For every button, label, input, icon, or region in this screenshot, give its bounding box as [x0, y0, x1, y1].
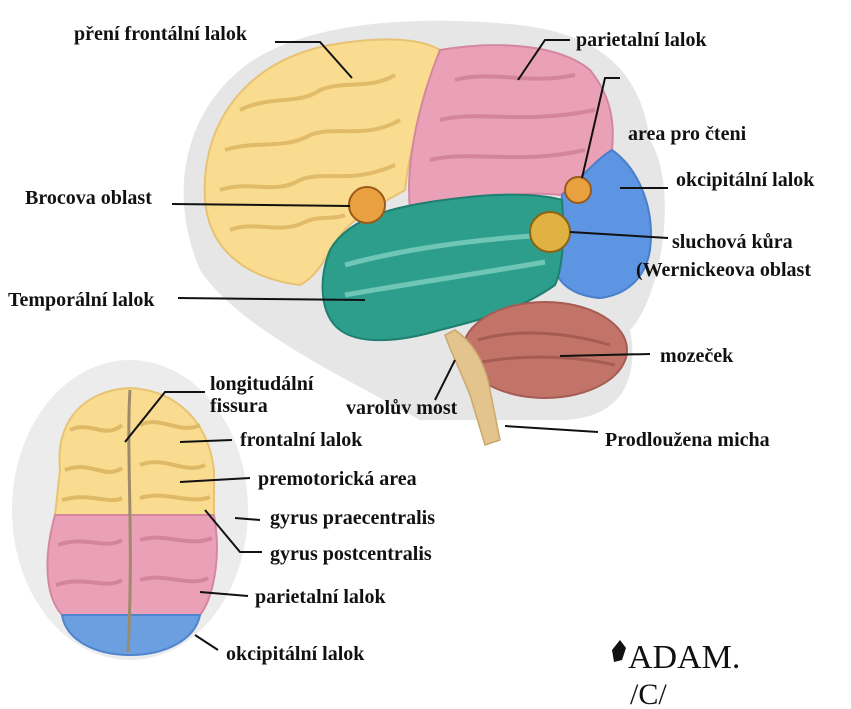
- broca-area-marker: [349, 187, 385, 223]
- label-auditory-cortex: sluchová kůra: [672, 231, 793, 253]
- label-temporal-lobe: Temporální lalok: [8, 289, 155, 311]
- label-top-parietal-lobe: parietalní lalok: [255, 586, 386, 608]
- label-reading-area: area pro čteni: [628, 123, 747, 145]
- label-top-frontal-lobe: frontalní lalok: [240, 429, 363, 451]
- label-cerebellum: mozeček: [660, 345, 734, 367]
- label-top-occipital-lobe: okcipitální lalok: [226, 643, 365, 665]
- label-medulla: Prodloužena micha: [605, 429, 770, 451]
- top-occipital-region: [62, 615, 200, 655]
- adam-logo-brand: ADAM.: [628, 639, 740, 676]
- label-postcentral-gyrus: gyrus postcentralis: [270, 543, 432, 565]
- label-broca-area: Brocova oblast: [25, 187, 152, 209]
- reading-area-marker: [565, 177, 591, 203]
- wernicke-area-marker: [530, 212, 570, 252]
- label-frontal-lobe: pření frontální lalok: [74, 23, 248, 45]
- label-wernicke-area: (Wernickeova oblast: [636, 259, 811, 281]
- adam-logo-mark-icon: [612, 640, 626, 662]
- label-precentral-gyrus: gyrus praecentralis: [270, 507, 435, 529]
- label-parietal-lobe: parietalní lalok: [576, 29, 707, 51]
- label-occipital-lobe: okcipitální lalok: [676, 169, 815, 191]
- label-longitudinal-fissure: longitudální: [210, 373, 314, 395]
- label-premotor-area: premotorická area: [258, 468, 417, 490]
- label-pons: varolův most: [346, 397, 458, 419]
- adam-logo: ADAM. /C/: [612, 639, 740, 709]
- adam-logo-copyright: /C/: [630, 678, 667, 709]
- top-parietal-region: [47, 515, 216, 615]
- label-fissure: fissura: [210, 395, 268, 417]
